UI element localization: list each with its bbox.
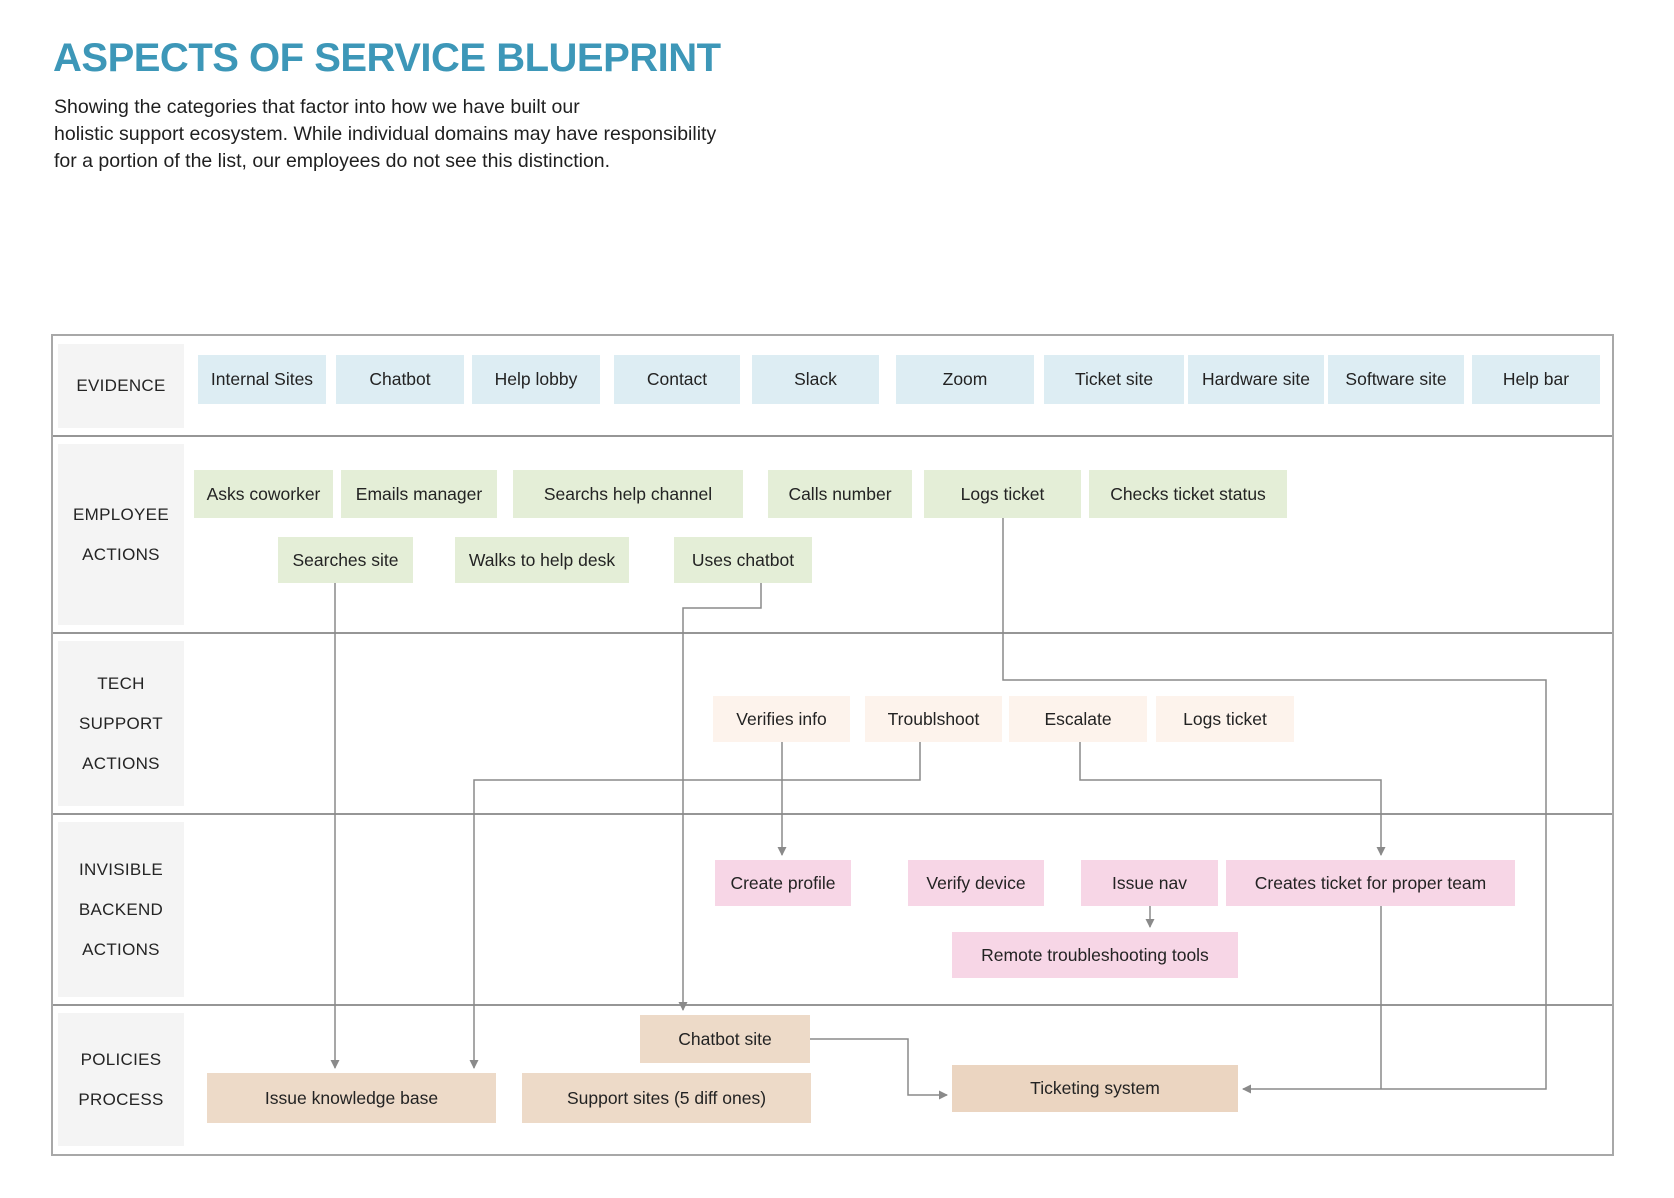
row-label-evidence: EVIDENCE [58, 344, 184, 428]
blueprint-table-frame [51, 334, 1614, 1156]
row-label-employee: EMPLOYEE ACTIONS [58, 444, 184, 625]
box-employee-checks-ticket-status: Checks ticket status [1089, 470, 1287, 518]
row-divider-above-backend [53, 813, 1612, 815]
box-evidence-contact: Contact [614, 355, 740, 404]
box-backend-create-profile: Create profile [715, 860, 851, 906]
box-evidence-slack: Slack [752, 355, 879, 404]
box-employee-logs-ticket: Logs ticket [924, 470, 1081, 518]
box-employee-walks-to-help-desk: Walks to help desk [455, 537, 629, 583]
row-label-tech: TECH SUPPORT ACTIONS [58, 641, 184, 806]
box-evidence-zoom: Zoom [896, 355, 1034, 404]
box-employee-emails-manager: Emails manager [341, 470, 497, 518]
page-subtitle: Showing the categories that factor into … [54, 96, 717, 172]
box-backend-verify-device: Verify device [908, 860, 1044, 906]
box-policies-support-sites-5-diff-ones: Support sites (5 diff ones) [522, 1073, 811, 1123]
row-divider-above-policies [53, 1004, 1612, 1006]
box-evidence-ticket-site: Ticket site [1044, 355, 1184, 404]
page-title: ASPECTS OF SERVICE BLUEPRINT [53, 36, 721, 80]
box-tech-verifies-info: Verifies info [713, 696, 850, 742]
box-evidence-help-bar: Help bar [1472, 355, 1600, 404]
box-backend-remote-troubleshooting-tools: Remote troubleshooting tools [952, 932, 1238, 978]
box-employee-calls-number: Calls number [768, 470, 912, 518]
box-backend-issue-nav: Issue nav [1081, 860, 1218, 906]
box-tech-escalate: Escalate [1009, 696, 1147, 742]
box-policies-chatbot-site: Chatbot site [640, 1015, 810, 1063]
box-evidence-software-site: Software site [1328, 355, 1464, 404]
row-divider-above-tech [53, 632, 1612, 634]
box-backend-creates-ticket-for-proper-team: Creates ticket for proper team [1226, 860, 1515, 906]
box-tech-troublshoot: Troublshoot [865, 696, 1002, 742]
box-evidence-internal-sites: Internal Sites [198, 355, 326, 404]
box-policies-issue-knowledge-base: Issue knowledge base [207, 1073, 496, 1123]
box-evidence-hardware-site: Hardware site [1188, 355, 1324, 404]
box-employee-searches-site: Searches site [278, 537, 413, 583]
row-label-policies: POLICIES PROCESS [58, 1013, 184, 1146]
box-evidence-help-lobby: Help lobby [472, 355, 600, 404]
box-tech-logs-ticket: Logs ticket [1156, 696, 1294, 742]
box-employee-uses-chatbot: Uses chatbot [674, 537, 812, 583]
box-evidence-chatbot: Chatbot [336, 355, 464, 404]
box-employee-asks-coworker: Asks coworker [194, 470, 333, 518]
row-divider-above-employee [53, 435, 1612, 437]
row-label-backend: INVISIBLE BACKEND ACTIONS [58, 822, 184, 997]
box-employee-searchs-help-channel: Searchs help channel [513, 470, 743, 518]
box-policies-ticketing-system: Ticketing system [952, 1065, 1238, 1112]
